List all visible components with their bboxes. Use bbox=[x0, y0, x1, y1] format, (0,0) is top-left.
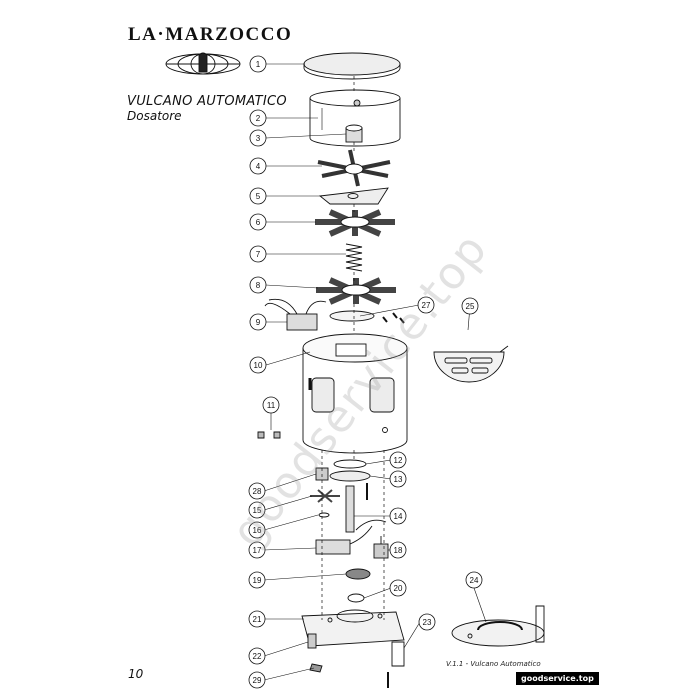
callout-18: 18 bbox=[389, 541, 407, 559]
callout-label: 24 bbox=[470, 576, 479, 585]
callout-label: 20 bbox=[394, 584, 403, 593]
callout-label: 12 bbox=[394, 456, 403, 465]
part-27-screws bbox=[329, 310, 405, 324]
callout-leaders bbox=[263, 63, 487, 681]
callout-1: 1 bbox=[249, 55, 267, 73]
page-number: 10 bbox=[128, 667, 144, 681]
callout-28: 28 bbox=[248, 482, 266, 500]
callout-label: 29 bbox=[253, 676, 262, 685]
part-1-lid bbox=[303, 52, 401, 80]
callout-20: 20 bbox=[389, 579, 407, 597]
part-10-housing bbox=[302, 333, 408, 454]
part-24-assembled-base bbox=[451, 605, 545, 647]
part-8-lower-star bbox=[316, 277, 396, 305]
callout-label: 23 bbox=[423, 618, 432, 627]
callout-markers: 1 2 3 4 5 6 7 8 9 10 11 12 13 14 15 16 1… bbox=[248, 55, 483, 689]
callout-7: 7 bbox=[249, 245, 267, 263]
callout-25: 25 bbox=[461, 297, 479, 315]
callout-label: 15 bbox=[253, 506, 262, 515]
callout-22: 22 bbox=[248, 647, 266, 665]
callout-label: 16 bbox=[253, 526, 262, 535]
callout-27: 27 bbox=[417, 296, 435, 314]
callout-label: 19 bbox=[253, 576, 262, 585]
callout-29: 29 bbox=[248, 671, 266, 689]
callout-label: 25 bbox=[466, 302, 475, 311]
callout-5: 5 bbox=[249, 187, 267, 205]
callout-label: 6 bbox=[256, 218, 261, 227]
callout-label: 17 bbox=[253, 546, 262, 555]
part-4-star-stirrer bbox=[317, 149, 391, 187]
part-3-nut bbox=[345, 124, 363, 143]
part-21-base-plate bbox=[301, 609, 405, 647]
callout-4: 4 bbox=[249, 157, 267, 175]
callout-label: 21 bbox=[253, 615, 262, 624]
callout-9: 9 bbox=[249, 313, 267, 331]
callout-13: 13 bbox=[389, 470, 407, 488]
callout-11: 11 bbox=[262, 396, 280, 414]
callout-6: 6 bbox=[249, 213, 267, 231]
callout-12: 12 bbox=[389, 451, 407, 469]
callout-label: 1 bbox=[256, 60, 261, 69]
part-7-spring bbox=[345, 243, 363, 272]
callout-label: 27 bbox=[422, 301, 431, 310]
brand-name: LA·MARZOCCO bbox=[128, 24, 293, 45]
callout-16: 16 bbox=[248, 521, 266, 539]
part-9-microswitch bbox=[264, 298, 327, 331]
part-11-small-screws bbox=[257, 431, 281, 439]
callout-label: 7 bbox=[256, 250, 261, 259]
callout-2: 2 bbox=[249, 109, 267, 127]
part-14-shaft bbox=[345, 485, 387, 533]
part-5-plate bbox=[318, 187, 389, 205]
callout-label: 9 bbox=[256, 318, 261, 327]
callout-label: 4 bbox=[256, 162, 261, 171]
part-18-switch bbox=[373, 536, 389, 559]
callout-3: 3 bbox=[249, 129, 267, 147]
callout-label: 22 bbox=[253, 652, 262, 661]
callout-10: 10 bbox=[249, 356, 267, 374]
callout-label: 14 bbox=[394, 512, 403, 521]
logo-globe-icon bbox=[165, 52, 241, 75]
callout-8: 8 bbox=[249, 276, 267, 294]
site-label: goodservice.top bbox=[516, 672, 599, 685]
callout-23: 23 bbox=[418, 613, 436, 631]
footer-caption: V.1.1 - Vulcano Automatico bbox=[446, 660, 541, 668]
callout-label: 18 bbox=[394, 546, 403, 555]
part-22-23-29 bbox=[307, 633, 405, 688]
callout-14: 14 bbox=[389, 507, 407, 525]
callout-label: 28 bbox=[253, 487, 262, 496]
diagram-title: VULCANO AUTOMATICO bbox=[127, 94, 287, 109]
callout-24: 24 bbox=[465, 571, 483, 589]
callout-label: 11 bbox=[267, 401, 276, 410]
callout-21: 21 bbox=[248, 610, 266, 628]
callout-label: 3 bbox=[256, 134, 261, 143]
callout-label: 10 bbox=[254, 361, 263, 370]
callout-15: 15 bbox=[248, 501, 266, 519]
callout-label: 13 bbox=[394, 475, 403, 484]
dashed-guides bbox=[321, 76, 385, 620]
callout-19: 19 bbox=[248, 571, 266, 589]
part-17-motor bbox=[315, 525, 373, 555]
callout-17: 17 bbox=[248, 541, 266, 559]
diagram-subtitle: Dosatore bbox=[127, 109, 182, 123]
callout-label: 5 bbox=[256, 192, 261, 201]
part-2-hopper bbox=[309, 89, 401, 147]
callout-label: 2 bbox=[256, 114, 261, 123]
callout-label: 8 bbox=[256, 281, 261, 290]
part-6-dosing-star bbox=[315, 209, 395, 237]
part-25-cover bbox=[433, 345, 509, 383]
